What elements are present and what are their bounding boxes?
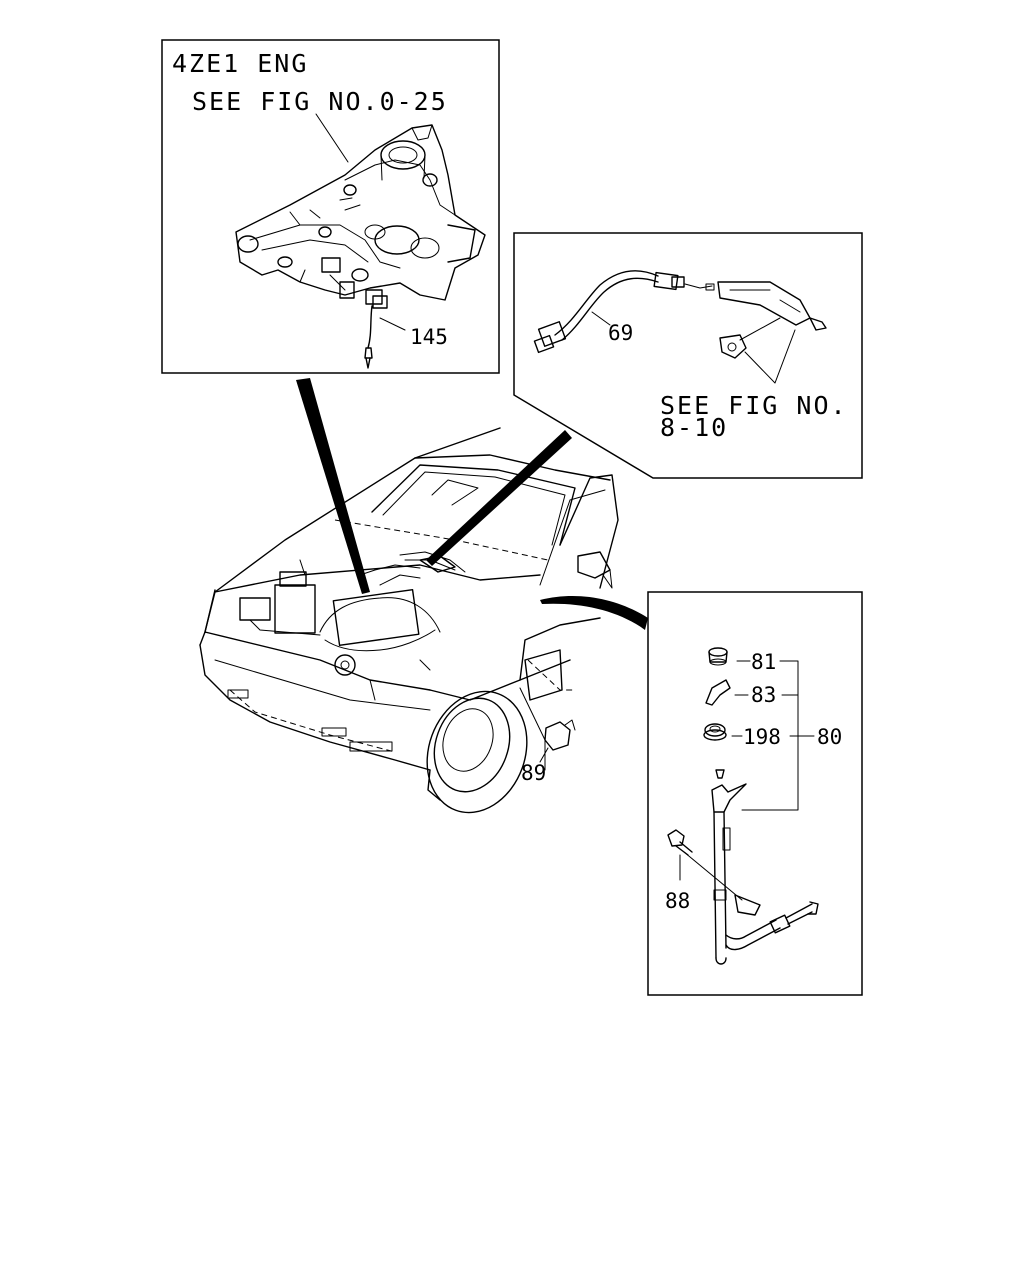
part-198-drawing [703, 723, 727, 741]
engine-panel: 4ZE1 ENG SEE FIG NO.0-25 [161, 39, 500, 374]
part-label-88: 88 [665, 889, 690, 913]
harness-ref-line2: 8-10 [660, 413, 728, 442]
part-label-69: 69 [608, 321, 633, 345]
bracket-drawing [717, 281, 827, 384]
harness-leader-beam [426, 430, 572, 566]
harness-ref-line1: SEE FIG NO. [660, 391, 848, 420]
sensor-145-drawing [364, 289, 406, 369]
engine-label: 4ZE1 ENG [172, 49, 308, 78]
part-88-drawing [667, 829, 743, 901]
speedometer-panel: 81 83 198 80 88 [647, 591, 863, 996]
part-label-198: 198 [743, 725, 781, 749]
part-label-89: 89 [521, 761, 546, 785]
speedometer-cable-drawing [711, 769, 819, 965]
intake-manifold-drawing [235, 124, 486, 301]
speedometer-panel-frame [647, 591, 863, 996]
part-label-83: 83 [751, 683, 776, 707]
vehicle-illustration [199, 427, 619, 814]
engine-ref-label: SEE FIG NO.0-25 [192, 87, 448, 116]
part-83-drawing [705, 679, 731, 706]
engine-leader-beam [296, 378, 370, 594]
assembly-bracket [731, 660, 815, 811]
harness-69-drawing [533, 270, 715, 354]
part-label-145: 145 [410, 325, 448, 349]
part-label-80: 80 [817, 725, 842, 749]
part-label-81: 81 [751, 650, 776, 674]
part-81-drawing [708, 647, 728, 666]
harness-panel: 69 SEE FIG NO. 8-10 [513, 232, 863, 479]
speedo-leader-beam [540, 596, 648, 630]
